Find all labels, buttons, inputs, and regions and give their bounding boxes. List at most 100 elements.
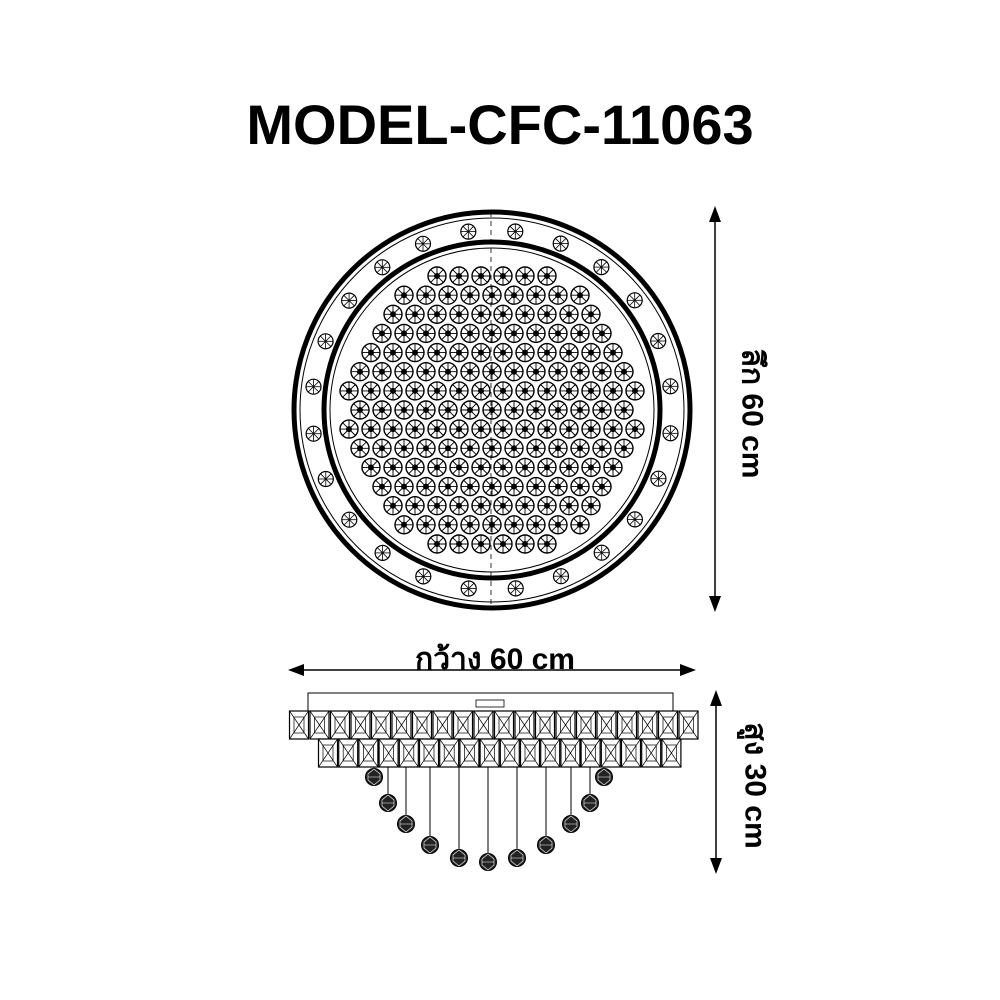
crystal [515,381,535,401]
crystal [592,362,612,382]
ring-crystal [626,511,644,528]
crystal [548,515,568,535]
crystal [372,438,392,458]
crystal [493,266,513,286]
crystal [482,476,502,497]
crystal [493,342,513,363]
crystal-ball [581,794,599,812]
crystal-block [317,738,339,768]
crystal [471,381,491,401]
crystal-block [620,738,642,768]
crystal [449,534,469,554]
crystal [493,381,513,401]
outer-ring-inner-edge [299,217,685,603]
ring-crystal [507,580,524,597]
crystal [515,304,535,324]
crystal [581,304,601,324]
crystal [570,362,590,382]
crystal [394,362,414,382]
crystal [570,285,590,305]
crystal [460,323,480,344]
crystal [471,266,491,286]
crystal [372,400,392,420]
crystal [515,342,535,363]
crystal-ball [397,815,415,833]
crystal [350,400,370,420]
crystal [427,457,447,478]
crystal [548,323,568,344]
crystal [537,381,557,401]
crystal [471,304,491,324]
crystal [482,362,502,382]
ring-crystal [593,259,610,276]
crystal [427,496,447,516]
crystal [405,457,425,478]
crystal [493,457,513,478]
crystal [394,285,414,305]
depth-label: ลึก 60 cm [735,348,769,479]
crystal [405,304,425,324]
crystal [372,323,392,344]
crystal-block [350,710,371,740]
crystal [427,534,447,554]
crystal [581,457,601,478]
crystal [471,534,491,554]
crystal [537,266,557,286]
crystal [416,362,436,382]
crystal [438,362,458,382]
crystal [504,476,524,497]
ring-crystal [460,223,477,240]
crystal [438,323,458,344]
crystal [515,496,535,516]
crystal-block [338,738,359,768]
crystal [581,419,601,439]
crystal [526,400,546,420]
crystal-block [329,710,351,740]
crystal-block [514,710,535,740]
crystal [570,323,590,344]
crystal [526,515,546,535]
crystal [449,496,469,516]
crystal [559,381,579,401]
crystal-block [534,710,556,740]
crystal [570,515,590,535]
crystal [592,476,612,497]
crystal-block [661,738,682,768]
crystal [471,457,491,478]
crystal [416,400,436,420]
crystal [416,285,436,305]
crystal [460,285,480,305]
crystal-ball [365,768,383,786]
crystal [427,304,447,324]
crystal-block [309,710,330,740]
height-dimension-arrow [710,690,722,874]
crystal [449,304,469,324]
crystal [504,285,524,305]
crystal [394,400,414,420]
crystal-block [452,710,474,740]
crystal [460,362,480,382]
crystal [482,285,502,305]
ring-crystal [414,235,432,252]
crystal [438,285,458,305]
crystal [449,419,469,439]
crystal [548,438,568,458]
crystal-ball [450,849,468,867]
crystal [493,496,513,516]
crystal [581,381,601,401]
crystal-block [358,738,379,768]
crystal [603,457,623,478]
crystal [581,496,601,516]
crystal [339,381,359,401]
ring-crystal [415,568,432,585]
crystal [383,419,403,439]
crystal [592,438,612,458]
ring-crystal [317,470,334,488]
crystal [438,400,458,420]
crystal-block [493,710,515,740]
crystal [592,400,612,420]
ring-crystal [626,292,643,309]
crystal-block [391,710,412,740]
crystal [603,342,623,363]
crystal [614,400,634,420]
